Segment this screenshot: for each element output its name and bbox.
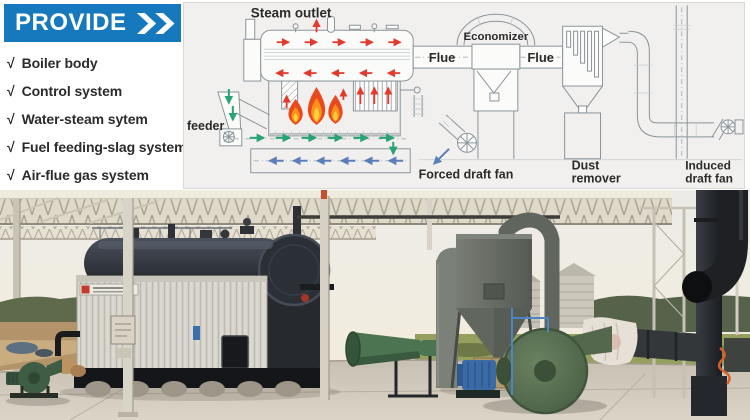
slag-fan-icon xyxy=(222,130,235,143)
checklist-label: Fuel feeding-slag system xyxy=(21,139,187,155)
photo-svg xyxy=(0,190,750,420)
air-inlet-duct xyxy=(55,331,442,398)
checklist-item: √ Boiler body xyxy=(7,49,186,77)
induced-draft-fan-icon xyxy=(711,118,744,141)
label-dust-remover-2: remover xyxy=(572,172,621,186)
grate-arrows xyxy=(224,89,398,156)
outlet-pipe xyxy=(619,30,715,138)
label-flue-left: Flue xyxy=(429,50,456,65)
flue-elbow-pipe xyxy=(682,190,748,303)
feature-checklist: √ Boiler body √ Control system √ Water-stea… xyxy=(7,49,187,189)
flue-economizer xyxy=(412,13,564,159)
boiler-drum xyxy=(243,15,414,82)
scaffolding xyxy=(640,206,744,398)
fuel-feeder xyxy=(217,91,270,147)
flames xyxy=(288,87,343,125)
grate-and-air-duct xyxy=(233,138,411,174)
label-induced-draft-fan-1: Induced xyxy=(685,159,731,173)
label-flue-right: Flue xyxy=(527,50,554,65)
checklist-label: Control system xyxy=(21,83,123,99)
label-dust-remover-1: Dust xyxy=(572,159,600,173)
checklist-label: Boiler body xyxy=(21,55,98,71)
checklist-item: √ Air-flue gas system xyxy=(7,161,186,189)
check-mark-icon: √ xyxy=(7,111,15,127)
checklist-item: √ Water-steam sytem xyxy=(7,105,186,133)
hot-gas-arrows xyxy=(275,18,402,108)
boiler-unit xyxy=(74,206,560,397)
check-mark-icon: √ xyxy=(7,55,15,71)
dust-remover-unit xyxy=(562,25,621,160)
right-foreground xyxy=(717,338,750,385)
label-steam-outlet: Steam outlet xyxy=(251,5,332,20)
forced-draft-fan-icon xyxy=(438,114,477,153)
boiler-installation-photo xyxy=(0,190,750,420)
double-chevron-icon xyxy=(136,13,175,34)
diagram-svg: Steam outlet Flue Economizer Flue feeder… xyxy=(187,5,744,186)
label-induced-draft-fan-2: draft fan xyxy=(685,172,733,186)
forced-draft-blower xyxy=(6,358,86,398)
check-mark-icon: √ xyxy=(7,167,15,183)
blowdown-pipe xyxy=(400,86,425,117)
checklist-label: Air-flue gas system xyxy=(21,167,149,183)
checklist-label: Water-steam sytem xyxy=(21,111,148,127)
label-feeder: feeder xyxy=(187,119,224,133)
boiler-system-diagram: Steam outlet Flue Economizer Flue feeder… xyxy=(183,2,745,189)
induced-draft-fan xyxy=(456,308,612,415)
check-mark-icon: √ xyxy=(7,139,15,155)
provide-banner: PROVIDE xyxy=(4,4,181,42)
label-forced-draft-fan: Forced draft fan xyxy=(419,168,514,182)
label-economizer: Economizer xyxy=(463,31,528,43)
check-mark-icon: √ xyxy=(7,83,15,99)
checklist-item: √ Control system xyxy=(7,77,186,105)
banner-title: PROVIDE xyxy=(15,9,127,36)
chimney xyxy=(673,5,691,159)
canopy-columns xyxy=(110,190,330,417)
checklist-item: √ Fuel feeding-slag system xyxy=(7,133,187,161)
air-arrows xyxy=(268,148,450,166)
